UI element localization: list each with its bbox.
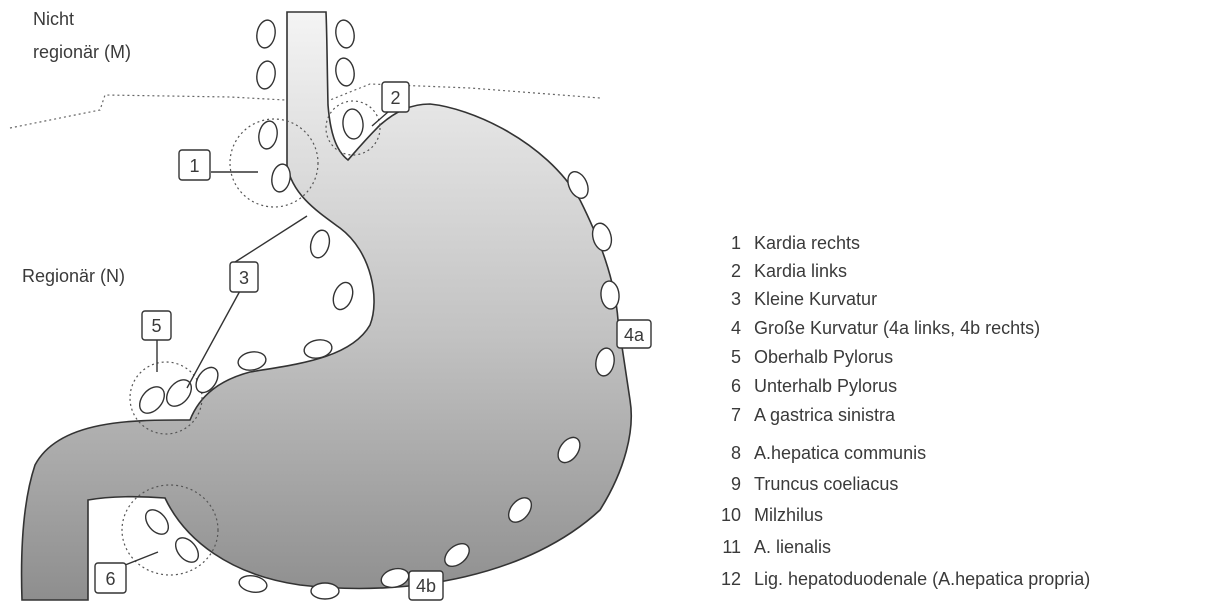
legend-num: 10 (721, 505, 741, 525)
legend-num: 1 (731, 233, 741, 253)
legend-text: Kardia rechts (754, 233, 860, 253)
lymph-node (257, 120, 280, 151)
legend: 1 Kardia rechts 2 Kardia links 3 Kleine … (721, 233, 1090, 589)
legend-text: Oberhalb Pylorus (754, 347, 893, 367)
region-label-nicht-regionaer-2: regionär (M) (33, 42, 131, 62)
legend-text: Milzhilus (754, 505, 823, 525)
lymph-node (141, 505, 173, 538)
legend-text: A.hepatica communis (754, 443, 926, 463)
legend-text: Große Kurvatur (4a links, 4b rechts) (754, 318, 1040, 338)
legend-text: Kardia links (754, 261, 847, 281)
lymph-node (334, 19, 357, 50)
stomach-shape (22, 12, 632, 600)
legend-text: Truncus coeliacus (754, 474, 898, 494)
legend-num: 6 (731, 376, 741, 396)
lymph-node (342, 108, 365, 140)
lymph-node (334, 57, 357, 88)
legend-num: 9 (731, 474, 741, 494)
label-3: 3 (239, 268, 249, 288)
legend-text: A. lienalis (754, 537, 831, 557)
lymph-node (308, 228, 333, 260)
legend-num: 8 (731, 443, 741, 463)
region-label-regionaer: Regionär (N) (22, 266, 125, 286)
legend-num: 11 (722, 537, 741, 557)
legend-num: 4 (731, 318, 741, 338)
legend-num: 12 (721, 569, 741, 589)
legend-text: Unterhalb Pylorus (754, 376, 897, 396)
legend-num: 7 (731, 405, 741, 425)
label-4a: 4a (624, 325, 645, 345)
label-1: 1 (189, 156, 199, 176)
legend-num: 5 (731, 347, 741, 367)
lymph-node (255, 19, 278, 50)
lymph-node (237, 350, 268, 373)
label-2: 2 (390, 88, 400, 108)
lymph-node (330, 280, 356, 312)
legend-text: Kleine Kurvatur (754, 289, 877, 309)
label-6: 6 (105, 569, 115, 589)
legend-text: Lig. hepatoduodenale (A.hepatica propria… (754, 569, 1090, 589)
legend-text: A gastrica sinistra (754, 405, 896, 425)
lymph-node (311, 583, 339, 599)
label-4b: 4b (416, 576, 436, 596)
label-5: 5 (151, 316, 161, 336)
leader-line-3a (232, 216, 307, 264)
lymph-node (135, 382, 170, 418)
lymph-node (255, 60, 278, 91)
legend-num: 2 (731, 261, 741, 281)
region-label-nicht-regionaer: Nicht (33, 9, 74, 29)
legend-num: 3 (731, 289, 741, 309)
